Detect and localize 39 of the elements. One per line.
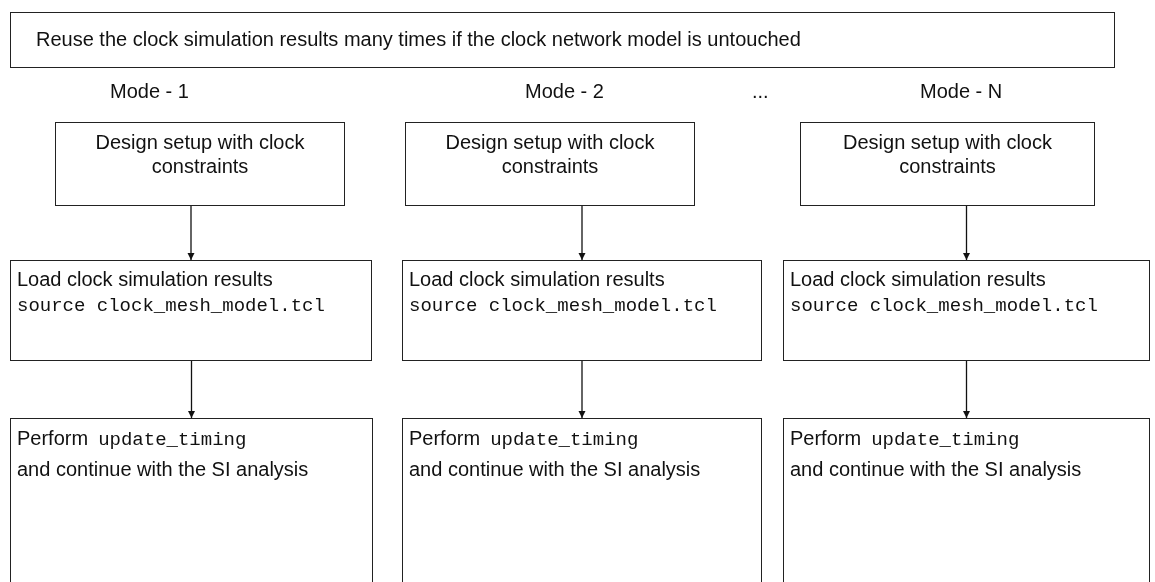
step-text: Load clock simulation results: [409, 267, 666, 291]
process-box: [402, 260, 762, 361]
step-text: and continue with the SI analysis: [790, 457, 1083, 482]
process-box: [402, 418, 762, 582]
code-text: source clock_mesh_model.tcl: [17, 294, 326, 319]
process-box: [10, 418, 373, 582]
step-text: Perform: [790, 427, 862, 449]
step-text: Perform: [17, 427, 89, 449]
arrow: [963, 360, 970, 419]
code-text: source clock_mesh_model.tcl: [409, 294, 718, 319]
step-text: Design setup with clock constraints: [94, 130, 306, 178]
arrow: [188, 360, 195, 419]
process-box: [783, 260, 1150, 361]
command-text: update_timing: [98, 429, 247, 451]
process-box: [55, 122, 345, 206]
step-text: Load clock simulation results: [790, 267, 1047, 291]
step-text: Perform: [409, 427, 481, 449]
arrow: [963, 205, 970, 261]
process-box: [10, 260, 372, 361]
command-text: update_timing: [871, 429, 1020, 451]
code-text: source clock_mesh_model.tcl: [790, 294, 1099, 319]
step-text: and continue with the SI analysis: [17, 457, 310, 482]
column-label: ...: [752, 80, 769, 103]
column-label: Mode - N: [920, 80, 1003, 103]
arrow: [578, 205, 586, 261]
step-text: and continue with the SI analysis: [409, 457, 702, 482]
arrow: [187, 205, 195, 261]
process-box: [405, 122, 695, 206]
step-text: Design setup with clock constraints: [444, 130, 656, 178]
process-box: [783, 418, 1150, 582]
command-text: update_timing: [490, 429, 639, 451]
header-box: [10, 12, 1115, 68]
column-label: Mode - 2: [525, 80, 604, 103]
column-label: Mode - 1: [110, 80, 189, 103]
header-text: Reuse the clock simulation results many times if the clock network model is untouched: [36, 27, 802, 51]
arrow: [578, 360, 586, 419]
step-text: Design setup with clock constraints: [842, 130, 1053, 178]
process-box: [800, 122, 1095, 206]
step-text: Load clock simulation results: [17, 267, 274, 291]
